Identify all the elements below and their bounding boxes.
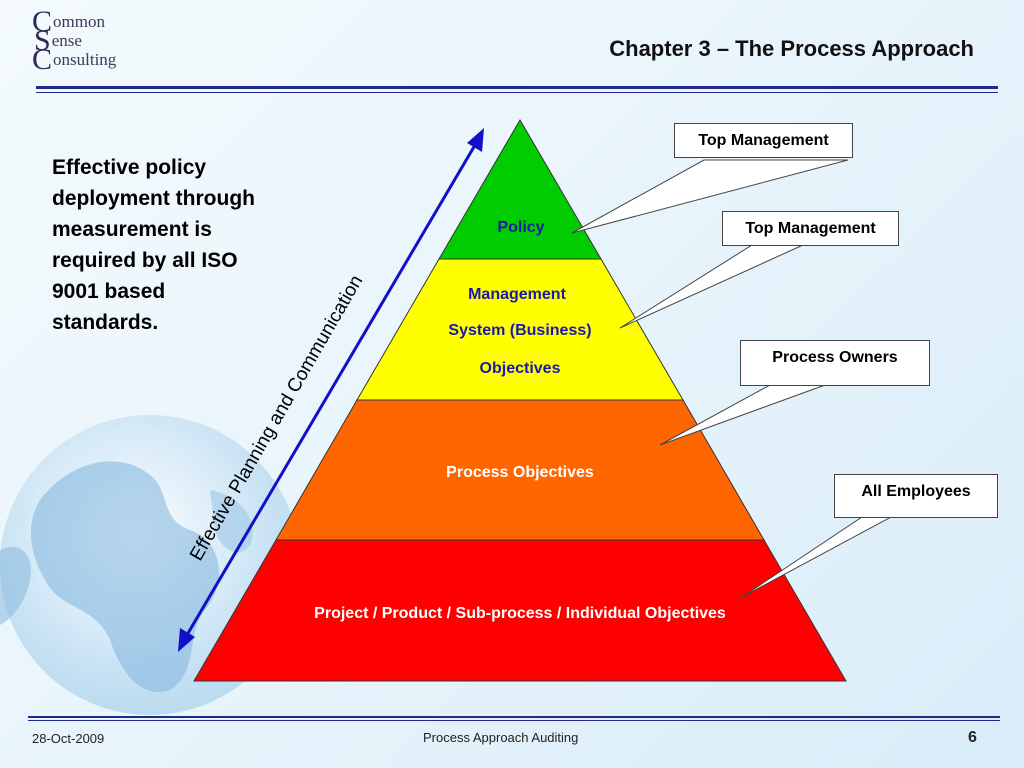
callout-pointer-1 bbox=[571, 159, 849, 234]
footer-rule bbox=[28, 716, 1000, 718]
pyramid-label-management-1: Management bbox=[468, 286, 566, 303]
header-rule-thin bbox=[36, 92, 998, 93]
callout-top-management-1: Top Management bbox=[674, 123, 853, 158]
pyramid-label-management-3: Objectives bbox=[480, 360, 561, 377]
planning-arrow bbox=[182, 139, 480, 641]
body-text: Effective policy deployment through meas… bbox=[52, 156, 255, 334]
page-number: 6 bbox=[968, 729, 977, 746]
footer-rule-thin bbox=[28, 720, 1000, 721]
arrow-head-top bbox=[467, 128, 484, 152]
header-rule bbox=[36, 86, 998, 89]
pyramid-level-project bbox=[193, 539, 847, 682]
footer-title: Process Approach Auditing bbox=[423, 730, 579, 745]
arrow-head-bottom bbox=[178, 628, 195, 652]
callout-all-employees: All Employees bbox=[834, 474, 998, 518]
callout-process-owners: Process Owners bbox=[740, 340, 930, 386]
footer-date: 28-Oct-2009 bbox=[32, 731, 105, 746]
company-logo: Common Sense Consulting bbox=[32, 5, 117, 76]
pyramid-label-management-2: System (Business) bbox=[448, 322, 591, 339]
callout-top-management-2: Top Management bbox=[722, 211, 899, 246]
pyramid-label-project: Project / Product / Sub-process / Indivi… bbox=[314, 605, 726, 622]
slide-title: Chapter 3 – The Process Approach bbox=[609, 36, 974, 61]
pyramid-label-process: Process Objectives bbox=[446, 464, 594, 481]
pyramid-level-policy bbox=[438, 119, 602, 260]
pyramid-label-policy: Policy bbox=[497, 219, 544, 236]
callout-pointer-2 bbox=[619, 244, 804, 329]
